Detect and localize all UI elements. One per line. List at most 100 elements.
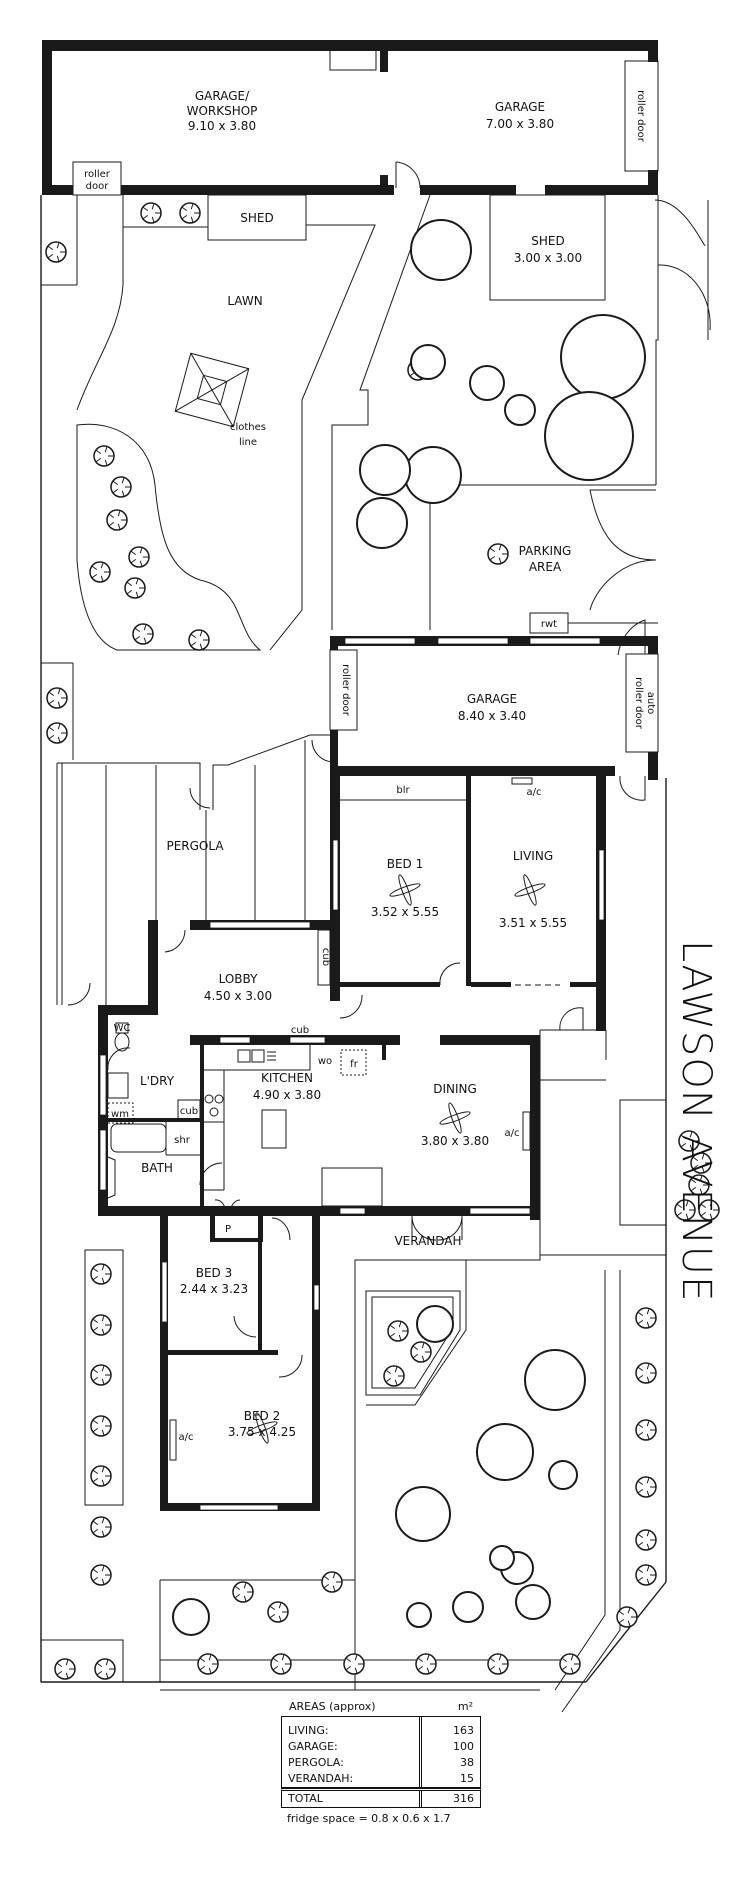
label-shed-small: SHED: [240, 211, 273, 225]
label-laundry: L'DRY: [140, 1074, 175, 1088]
tree-icon: [359, 444, 411, 496]
shed: [489, 194, 606, 301]
total-value: 316: [453, 1792, 474, 1805]
tree-icon: [476, 1423, 534, 1481]
fridge-note: fridge space = 0.8 x 0.6 x 1.7: [287, 1812, 451, 1825]
label-parking: PARKING: [519, 544, 572, 558]
svg-text:3.00 x 3.00: 3.00 x 3.00: [514, 251, 582, 265]
svg-text:a/c: a/c: [179, 1432, 194, 1443]
svg-text:cub: cub: [320, 948, 331, 966]
svg-text:rwt: rwt: [541, 619, 557, 630]
roller-door-rear: [624, 60, 659, 172]
front-garden: [40, 1099, 667, 1713]
kitchen-island: [261, 1109, 287, 1149]
svg-text:P: P: [225, 1224, 231, 1235]
areas-unit: m²: [457, 1700, 473, 1713]
svg-text:7.00 x 3.80: 7.00 x 3.80: [486, 117, 554, 131]
tree-icon: [395, 1486, 451, 1542]
tree-icon: [172, 1598, 210, 1636]
label-bed2: BED 2: [244, 1409, 281, 1423]
label-lobby: LOBBY: [219, 972, 259, 986]
svg-text:WORKSHOP: WORKSHOP: [187, 104, 258, 118]
main-garage: [311, 636, 659, 801]
tree-icon: [356, 497, 408, 549]
svg-text:cub: cub: [291, 1025, 309, 1036]
ceiling-fan-icon: [246, 1421, 278, 1435]
label-bath: BATH: [141, 1161, 173, 1175]
svg-text:clothes: clothes: [230, 422, 266, 433]
svg-text:wo: wo: [318, 1056, 332, 1067]
label-living: LIVING: [513, 849, 553, 863]
house-walls: [98, 776, 666, 1690]
tree-icon: [406, 1602, 432, 1628]
svg-text:4.90 x 3.80: 4.90 x 3.80: [253, 1088, 321, 1102]
clothes-line-icon: [174, 352, 250, 428]
svg-text:4.50 x 3.00: 4.50 x 3.00: [204, 989, 272, 1003]
auto-roller-door: [625, 653, 659, 753]
tree-icon: [504, 394, 536, 426]
lobby-cupboard: [317, 929, 331, 986]
area-label: VERANDAH:: [288, 1772, 354, 1785]
svg-text:2.44 x 3.23: 2.44 x 3.23: [180, 1282, 248, 1296]
tree-icon: [548, 1460, 578, 1490]
ceiling-fan-icon: [439, 1111, 471, 1125]
greenery: [45, 202, 720, 1680]
area-label: GARAGE:: [288, 1740, 338, 1753]
label-pergola: PERGOLA: [166, 839, 224, 853]
area-value: 100: [453, 1740, 474, 1753]
room-labels: GARAGE/ WORKSHOP 9.10 x 3.80 GARAGE 7.00…: [84, 89, 656, 1443]
label-garage-main: GARAGE: [467, 692, 517, 706]
svg-text:roller: roller: [84, 169, 111, 180]
svg-text:cub: cub: [180, 1106, 198, 1117]
svg-text:3.75 x 4.25: 3.75 x 4.25: [228, 1425, 296, 1439]
area-value: 38: [460, 1756, 474, 1769]
svg-text:roller door: roller door: [635, 90, 646, 143]
svg-text:blr: blr: [396, 785, 410, 796]
svg-text:a/c: a/c: [527, 787, 542, 798]
area-value: 163: [453, 1724, 474, 1737]
svg-text:door: door: [86, 181, 110, 192]
ceiling-fan-icon: [514, 883, 546, 897]
svg-text:roller door: roller door: [633, 677, 644, 730]
area-label: PERGOLA:: [288, 1756, 344, 1769]
areas-table: AREAS (approx) m² LIVING: GARAGE: PERGOL…: [281, 1700, 481, 1829]
svg-text:3.51 x 5.55: 3.51 x 5.55: [499, 916, 567, 930]
svg-text:shr: shr: [174, 1135, 191, 1146]
ceiling-fan-icon: [389, 883, 421, 897]
roller-door-left: [329, 649, 358, 731]
tree-icon: [469, 365, 505, 401]
tree-icon: [544, 391, 634, 481]
tree-icon: [452, 1591, 484, 1623]
tree-icon: [404, 446, 462, 504]
shed-small: [207, 194, 307, 241]
svg-text:wm: wm: [111, 1109, 129, 1120]
pergola: [56, 734, 330, 1010]
rear-garage-block: [42, 40, 659, 196]
svg-text:a/c: a/c: [505, 1128, 520, 1139]
area-label: LIVING:: [288, 1724, 329, 1737]
label-shed: SHED: [531, 234, 564, 248]
svg-text:3.52 x 5.55: 3.52 x 5.55: [371, 905, 439, 919]
label-verandah: VERANDAH: [394, 1234, 461, 1248]
svg-text:AREA: AREA: [529, 560, 562, 574]
svg-text:9.10 x 3.80: 9.10 x 3.80: [188, 119, 256, 133]
label-bed1: BED 1: [387, 857, 424, 871]
street-name: LAWSON AVENUE: [673, 940, 719, 1302]
svg-text:auto: auto: [645, 692, 656, 715]
lawn-area: [76, 194, 376, 651]
label-garage-workshop: GARAGE/: [195, 89, 250, 103]
svg-text:3.80 x 3.80: 3.80 x 3.80: [421, 1134, 489, 1148]
tree-icon: [489, 1545, 515, 1571]
areas-title: AREAS (approx): [289, 1700, 376, 1713]
total-label: TOTAL: [288, 1792, 323, 1805]
tree-icon: [515, 1584, 551, 1620]
svg-text:roller door: roller door: [340, 664, 351, 717]
tree-icon: [410, 344, 446, 380]
tree-icon: [560, 314, 646, 400]
area-value: 15: [460, 1772, 474, 1785]
label-lawn: LAWN: [227, 294, 262, 308]
svg-text:8.40 x 3.40: 8.40 x 3.40: [458, 709, 526, 723]
label-kitchen: KITCHEN: [261, 1071, 313, 1085]
label-dining: DINING: [433, 1082, 477, 1096]
label-garage-rear: GARAGE: [495, 100, 545, 114]
